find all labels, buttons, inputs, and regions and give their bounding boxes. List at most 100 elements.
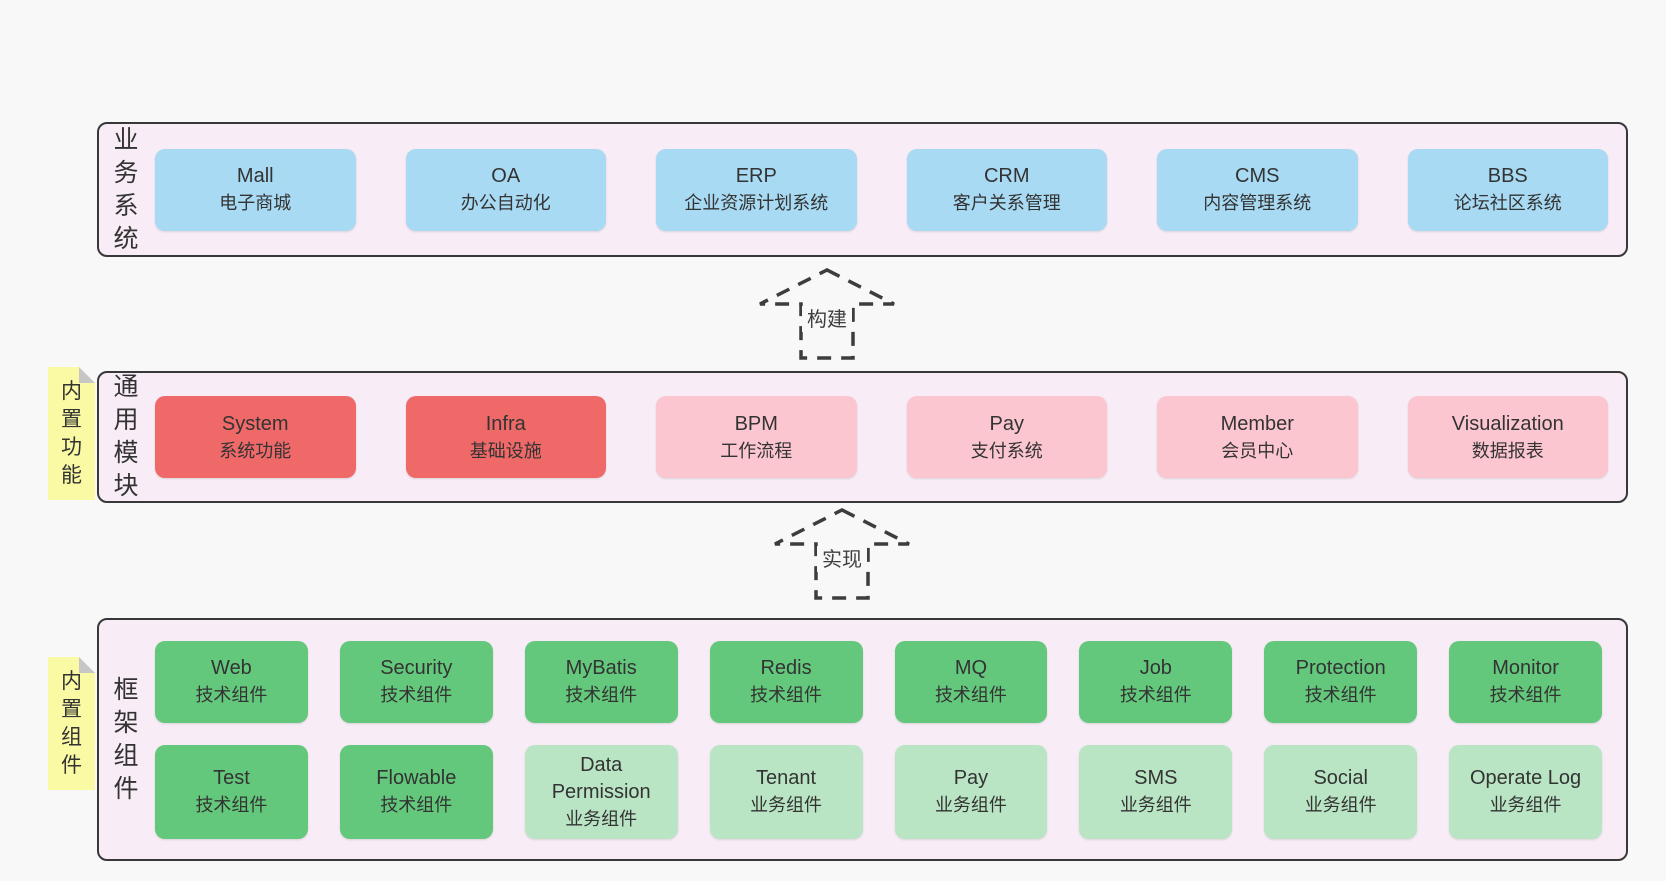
node-title: Pay [989,412,1024,435]
band-business-systems: 业务系统 Mall 电子商城 OA 办公自动化 ERP 企业资源计划系统 CRM… [97,122,1628,257]
dashed-up-arrow-build-icon: 构建 [759,268,895,360]
folded-corner-icon [79,657,95,673]
implement-arrow-label: 实现 [822,548,862,571]
node-cms: CMS 内容管理系统 [1157,148,1358,231]
node-subtitle: 业务组件 [565,808,638,829]
node-erp: ERP 企业资源计划系统 [656,148,857,231]
node-subtitle: 数据报表 [1471,440,1544,461]
node-title: Security [380,657,453,679]
node-subtitle: 工作流程 [720,440,793,461]
node-job: Job 技术组件 [1079,640,1233,723]
node-title: Pay [953,767,989,789]
node-bpm: BPM 工作流程 [656,396,857,478]
node-title: Operate Log [1469,767,1582,789]
dashed-up-arrow-implement-icon: 实现 [774,508,910,600]
node-security: Security 技术组件 [339,640,493,723]
component-row-2: Test 技术组件 Flowable 技术组件 Data Permission … [155,744,1602,839]
node-subtitle: 技术组件 [750,685,823,705]
node-member: Member 会员中心 [1157,396,1358,478]
business-boxes-row: Mall 电子商城 OA 办公自动化 ERP 企业资源计划系统 CRM 客户关系… [141,148,1626,231]
node-mall: Mall 电子商城 [155,148,356,231]
node-title: Visualization [1451,412,1564,435]
node-test: Test 技术组件 [155,744,308,839]
node-operate-log: Operate Log 业务组件 [1449,744,1602,839]
sticky-note-built-in-features: 内置功能 [48,367,95,500]
node-flowable: Flowable 技术组件 [339,744,493,839]
node-subtitle: 业务组件 [1489,795,1562,815]
node-title: CMS [1235,165,1280,187]
node-redis: Redis 技术组件 [709,640,863,723]
node-subtitle: 会员中心 [1221,440,1294,461]
node-subtitle: 客户关系管理 [952,193,1061,213]
node-subtitle: 技术组件 [380,795,453,815]
node-mybatis: MyBatis 技术组件 [524,640,678,723]
node-title: MQ [954,657,988,679]
module-boxes-row: System 系统功能 Infra 基础设施 BPM 工作流程 Pay 支付系统… [141,396,1626,478]
node-subtitle: 企业资源计划系统 [684,193,829,213]
node-subtitle: 技术组件 [934,685,1007,705]
band-common-modules-label: 通用模块 [113,373,139,500]
node-title: BPM [734,412,778,435]
node-title: Web [211,657,252,679]
node-subtitle: 支付系统 [970,440,1043,461]
node-subtitle: 内容管理系统 [1203,193,1312,213]
node-title: Flowable [376,767,457,789]
node-subtitle: 电子商城 [219,193,292,213]
node-title: Social [1313,767,1368,789]
node-title: Redis [760,657,812,679]
sticky-note-label: 内置组件 [61,669,82,777]
band-framework-components: 框架组件 Web 技术组件 Security 技术组件 MyBatis 技术组件… [97,618,1628,861]
node-tenant: Tenant 业务组件 [709,744,863,839]
node-subtitle: 业务组件 [1119,795,1192,815]
node-oa: OA 办公自动化 [405,148,606,231]
node-web: Web 技术组件 [155,640,308,723]
node-subtitle: 业务组件 [1304,795,1377,815]
node-title: SMS [1134,767,1178,789]
node-data-permission: Data Permission 业务组件 [524,744,678,839]
node-title: Job [1139,657,1172,679]
node-pay-biz: Pay 业务组件 [894,744,1048,839]
node-subtitle: 业务组件 [934,795,1007,815]
node-subtitle: 技术组件 [1119,685,1192,705]
component-rows: Web 技术组件 Security 技术组件 MyBatis 技术组件 Redi… [141,640,1626,839]
node-subtitle: 论坛社区系统 [1453,193,1562,213]
node-title: Monitor [1492,657,1559,679]
node-social: Social 业务组件 [1264,744,1418,839]
node-title: Test [213,767,250,789]
node-infra: Infra 基础设施 [405,396,606,478]
node-sms: SMS 业务组件 [1079,744,1233,839]
node-bbs: BBS 论坛社区系统 [1407,148,1608,231]
node-title: Infra [485,412,526,435]
node-title: Mall [236,165,274,187]
node-subtitle: 技术组件 [1489,685,1562,705]
node-title: System [221,412,289,435]
node-title: MyBatis [565,657,637,679]
band-business-systems-label: 业务系统 [113,125,139,253]
node-title: Tenant [756,767,817,789]
node-monitor: Monitor 技术组件 [1449,640,1602,723]
node-pay: Pay 支付系统 [906,396,1107,478]
node-title: CRM [983,165,1030,187]
node-subtitle: 技术组件 [1304,685,1377,705]
band-common-modules: 通用模块 System 系统功能 Infra 基础设施 BPM 工作流程 Pay… [97,371,1628,503]
node-title: Protection [1295,657,1386,679]
folded-corner-icon [79,367,95,383]
node-subtitle: 技术组件 [565,685,638,705]
sticky-note-label: 内置功能 [61,379,82,487]
node-subtitle: 业务组件 [750,795,823,815]
node-subtitle: 技术组件 [195,685,268,705]
node-mq: MQ 技术组件 [894,640,1048,723]
node-subtitle: 系统功能 [219,440,292,461]
band-framework-components-label: 框架组件 [113,675,139,803]
node-subtitle: 技术组件 [380,685,453,705]
node-subtitle: 基础设施 [469,440,542,461]
node-title: BBS [1487,165,1528,187]
node-system: System 系统功能 [155,396,356,478]
component-row-1: Web 技术组件 Security 技术组件 MyBatis 技术组件 Redi… [155,640,1602,723]
build-arrow-label: 构建 [807,308,847,331]
sticky-note-built-in-components: 内置组件 [48,657,95,790]
node-title: OA [491,165,521,187]
node-title: Member [1220,412,1294,435]
node-visualization: Visualization 数据报表 [1407,396,1608,478]
node-title: ERP [735,165,777,187]
